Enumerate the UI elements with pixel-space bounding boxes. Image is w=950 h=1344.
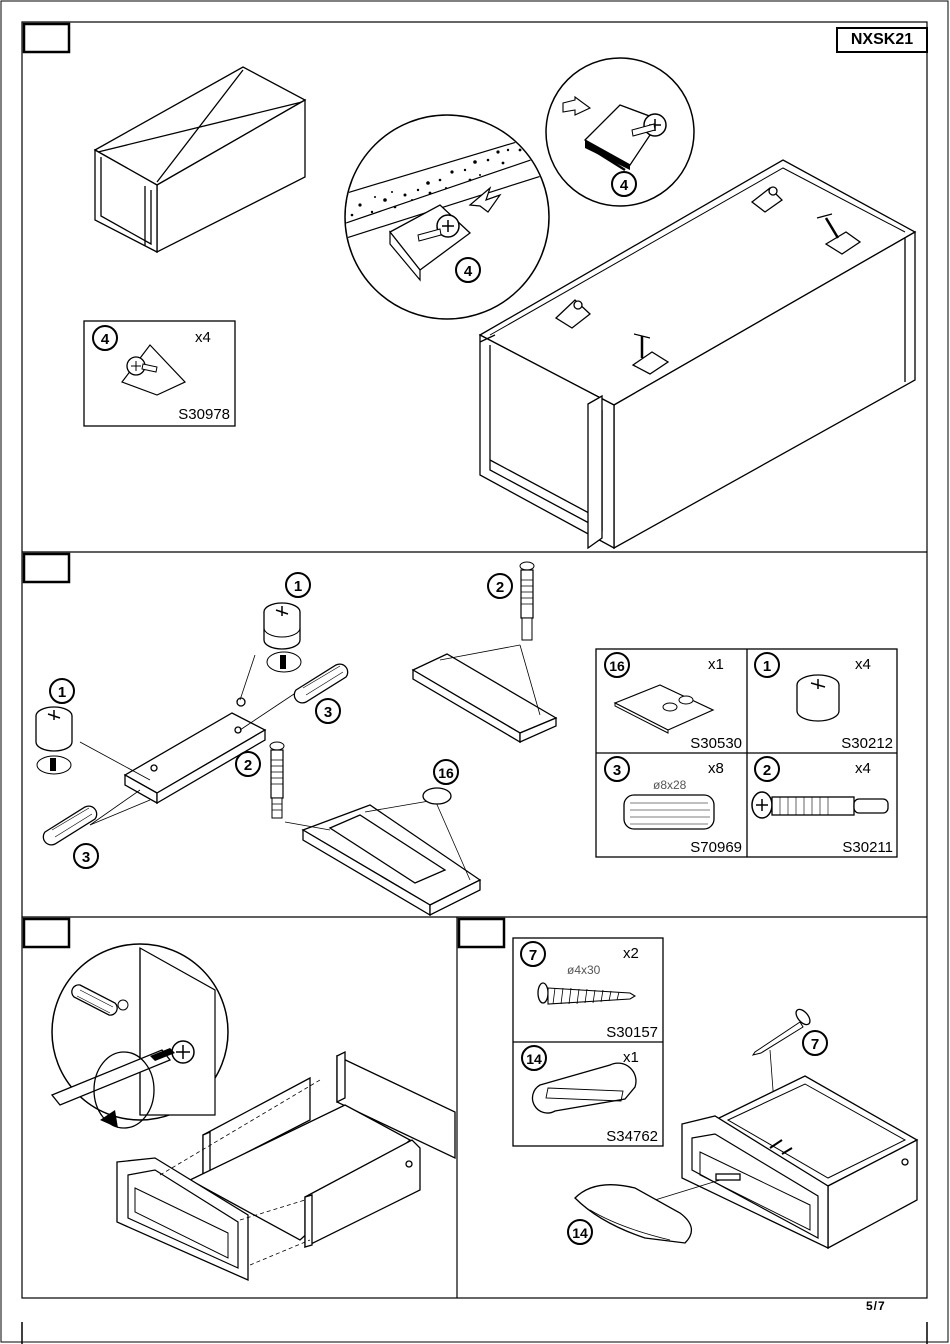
page-number: 5/7 <box>866 1299 886 1313</box>
part-16-quantity: x1 <box>708 656 724 673</box>
callout-4a: 4 <box>464 263 473 280</box>
part-2-code: S30211 <box>842 839 893 856</box>
svg-text:4: 4 <box>101 331 110 348</box>
part-4-quantity: x4 <box>195 329 211 346</box>
parts-table-step2: 16 x1 S30530 1 x4 S30212 3 x8 ø8x28 S709… <box>596 649 897 857</box>
cam-lock-left: 1 <box>36 679 74 774</box>
cam-lock-upper: 1 <box>264 573 310 672</box>
handle-14: 14 <box>568 1185 691 1244</box>
felt-pad: 16 <box>423 760 458 804</box>
svg-text:16: 16 <box>438 765 454 781</box>
svg-text:2: 2 <box>244 757 252 774</box>
dowel-lower: 3 <box>43 806 98 868</box>
part-7-code: S30157 <box>606 1024 658 1041</box>
svg-text:2: 2 <box>763 762 771 779</box>
board-with-slot <box>285 800 480 915</box>
cam-bolt-middle: 2 <box>236 742 284 818</box>
part-1-quantity: x4 <box>855 656 871 673</box>
svg-text:7: 7 <box>811 1036 819 1053</box>
part-14-quantity: x1 <box>623 1049 639 1066</box>
dowel-upper: 3 <box>294 664 347 723</box>
drawer-assembled <box>655 1076 917 1248</box>
parts-table-step4: 7 x2 ø4x30 S30157 14 x1 S34762 <box>513 938 663 1146</box>
small-board <box>413 645 556 742</box>
detail-circle-bracket: 4 <box>546 58 694 206</box>
small-cabinet-illustration <box>95 67 305 252</box>
part-7-quantity: x2 <box>623 945 639 962</box>
part-3-quantity: x8 <box>708 760 724 777</box>
part-3-dimension: ø8x28 <box>653 778 687 792</box>
cam-bolt-top: 2 <box>488 562 534 640</box>
part-7-dimension: ø4x30 <box>567 963 601 977</box>
part-16-code: S30530 <box>690 735 742 752</box>
svg-text:3: 3 <box>613 762 621 779</box>
svg-text:1: 1 <box>294 578 302 595</box>
part-4-code: S30978 <box>178 406 230 423</box>
svg-text:16: 16 <box>609 658 625 674</box>
part-3-code: S70969 <box>690 839 742 856</box>
svg-text:2: 2 <box>496 579 504 596</box>
detail-circle-screw-in-foam: 4 <box>340 115 560 319</box>
detail-circle-screwdriver <box>52 944 228 1128</box>
svg-text:14: 14 <box>572 1225 588 1241</box>
callout-4b: 4 <box>620 177 629 194</box>
step-box-4 <box>459 919 504 947</box>
model-code: NXSK21 <box>836 27 928 53</box>
part-1-code: S30212 <box>841 735 893 752</box>
step-box-2 <box>24 554 69 582</box>
step-box-3 <box>24 919 69 947</box>
svg-text:1: 1 <box>763 658 771 675</box>
svg-text:7: 7 <box>529 947 537 964</box>
svg-text:3: 3 <box>82 849 90 866</box>
part-2-quantity: x4 <box>855 760 871 777</box>
svg-text:3: 3 <box>324 704 332 721</box>
part-box-4: 4 x4 S30978 <box>84 321 235 426</box>
board-with-dowels <box>80 655 300 825</box>
part-14-code: S34762 <box>606 1128 658 1145</box>
step-box-1 <box>24 24 69 52</box>
svg-text:1: 1 <box>58 684 66 701</box>
svg-text:14: 14 <box>526 1051 542 1067</box>
